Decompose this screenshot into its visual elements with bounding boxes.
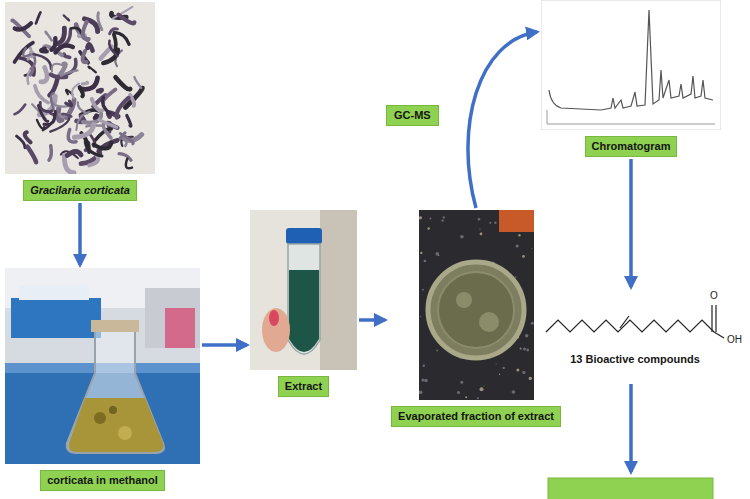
extraction-photo-step: corticata in methanol [5,268,200,491]
step-illustration [419,210,534,400]
step-label: Extract [278,376,329,397]
compound-step: 13 Bioactive compounds [540,290,730,369]
step-illustration [5,2,155,174]
step-label: Gracilaria corticata [23,180,137,201]
flow-arrow [78,203,82,265]
step-illustration [5,268,200,464]
extract-photo-step: Extract [250,210,357,397]
flow-arrow [202,343,247,347]
step-label: 13 Bioactive compounds [564,350,706,369]
step-label: Chromatogram [585,136,678,157]
flow-arrow [629,384,633,472]
chromatogram-step: Chromatogram [540,0,722,157]
flow-arrow [629,159,633,287]
method-label: GC-MS [386,105,439,126]
flow-arrow [359,318,385,322]
step-illustration [250,210,357,370]
step-illustration [541,0,721,130]
evaporated-photo-step: Evaporated fraction of extract [388,210,564,427]
flow-arrow [468,32,537,208]
seaweed-photo-step: Gracilaria corticata [5,2,155,201]
step-label: Evaporated fraction of extract [391,406,561,427]
atom-label: OH [726,334,743,345]
step-illustration [540,290,730,346]
atom-label: O [709,290,719,301]
result-box [548,478,713,499]
step-label: corticata in methanol [40,470,165,491]
